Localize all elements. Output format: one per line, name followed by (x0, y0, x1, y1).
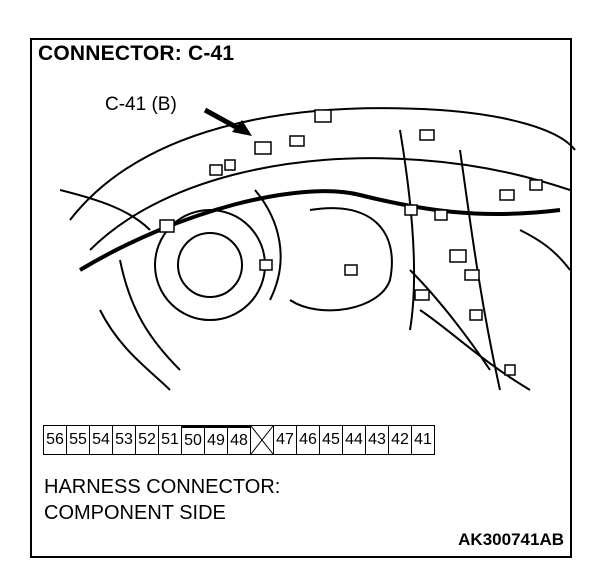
connector-pin: 44 (342, 425, 366, 455)
connector-pin: 53 (112, 425, 136, 455)
dashboard-harness-illustration (60, 107, 576, 391)
diagram-frame (30, 38, 572, 558)
harness-connector-label: HARNESS CONNECTOR: (44, 476, 281, 498)
connector-pin: 45 (319, 425, 343, 455)
connector-pin: 55 (66, 425, 90, 455)
connector-pin: 49 (204, 425, 228, 455)
connector-pin: 41 (411, 425, 435, 455)
figure-code: AK300741AB (458, 530, 564, 549)
connector-pin: 42 (388, 425, 412, 455)
connector-pin: 54 (89, 425, 113, 455)
connector-pin-empty (250, 425, 274, 455)
connector-pin: 48 (227, 425, 251, 455)
connector-pin: 43 (365, 425, 389, 455)
connector-pin: 52 (135, 425, 159, 455)
connector-pin: 56 (43, 425, 67, 455)
connector-pin: 46 (296, 425, 320, 455)
connector-pin: 47 (273, 425, 297, 455)
component-side-label: COMPONENT SIDE (44, 502, 226, 524)
connector-pin: 50 (181, 425, 205, 455)
diagram-title: CONNECTOR: C-41 (38, 42, 235, 65)
connector-callout-label: C-41 (B) (105, 94, 177, 115)
connector-pin: 51 (158, 425, 182, 455)
